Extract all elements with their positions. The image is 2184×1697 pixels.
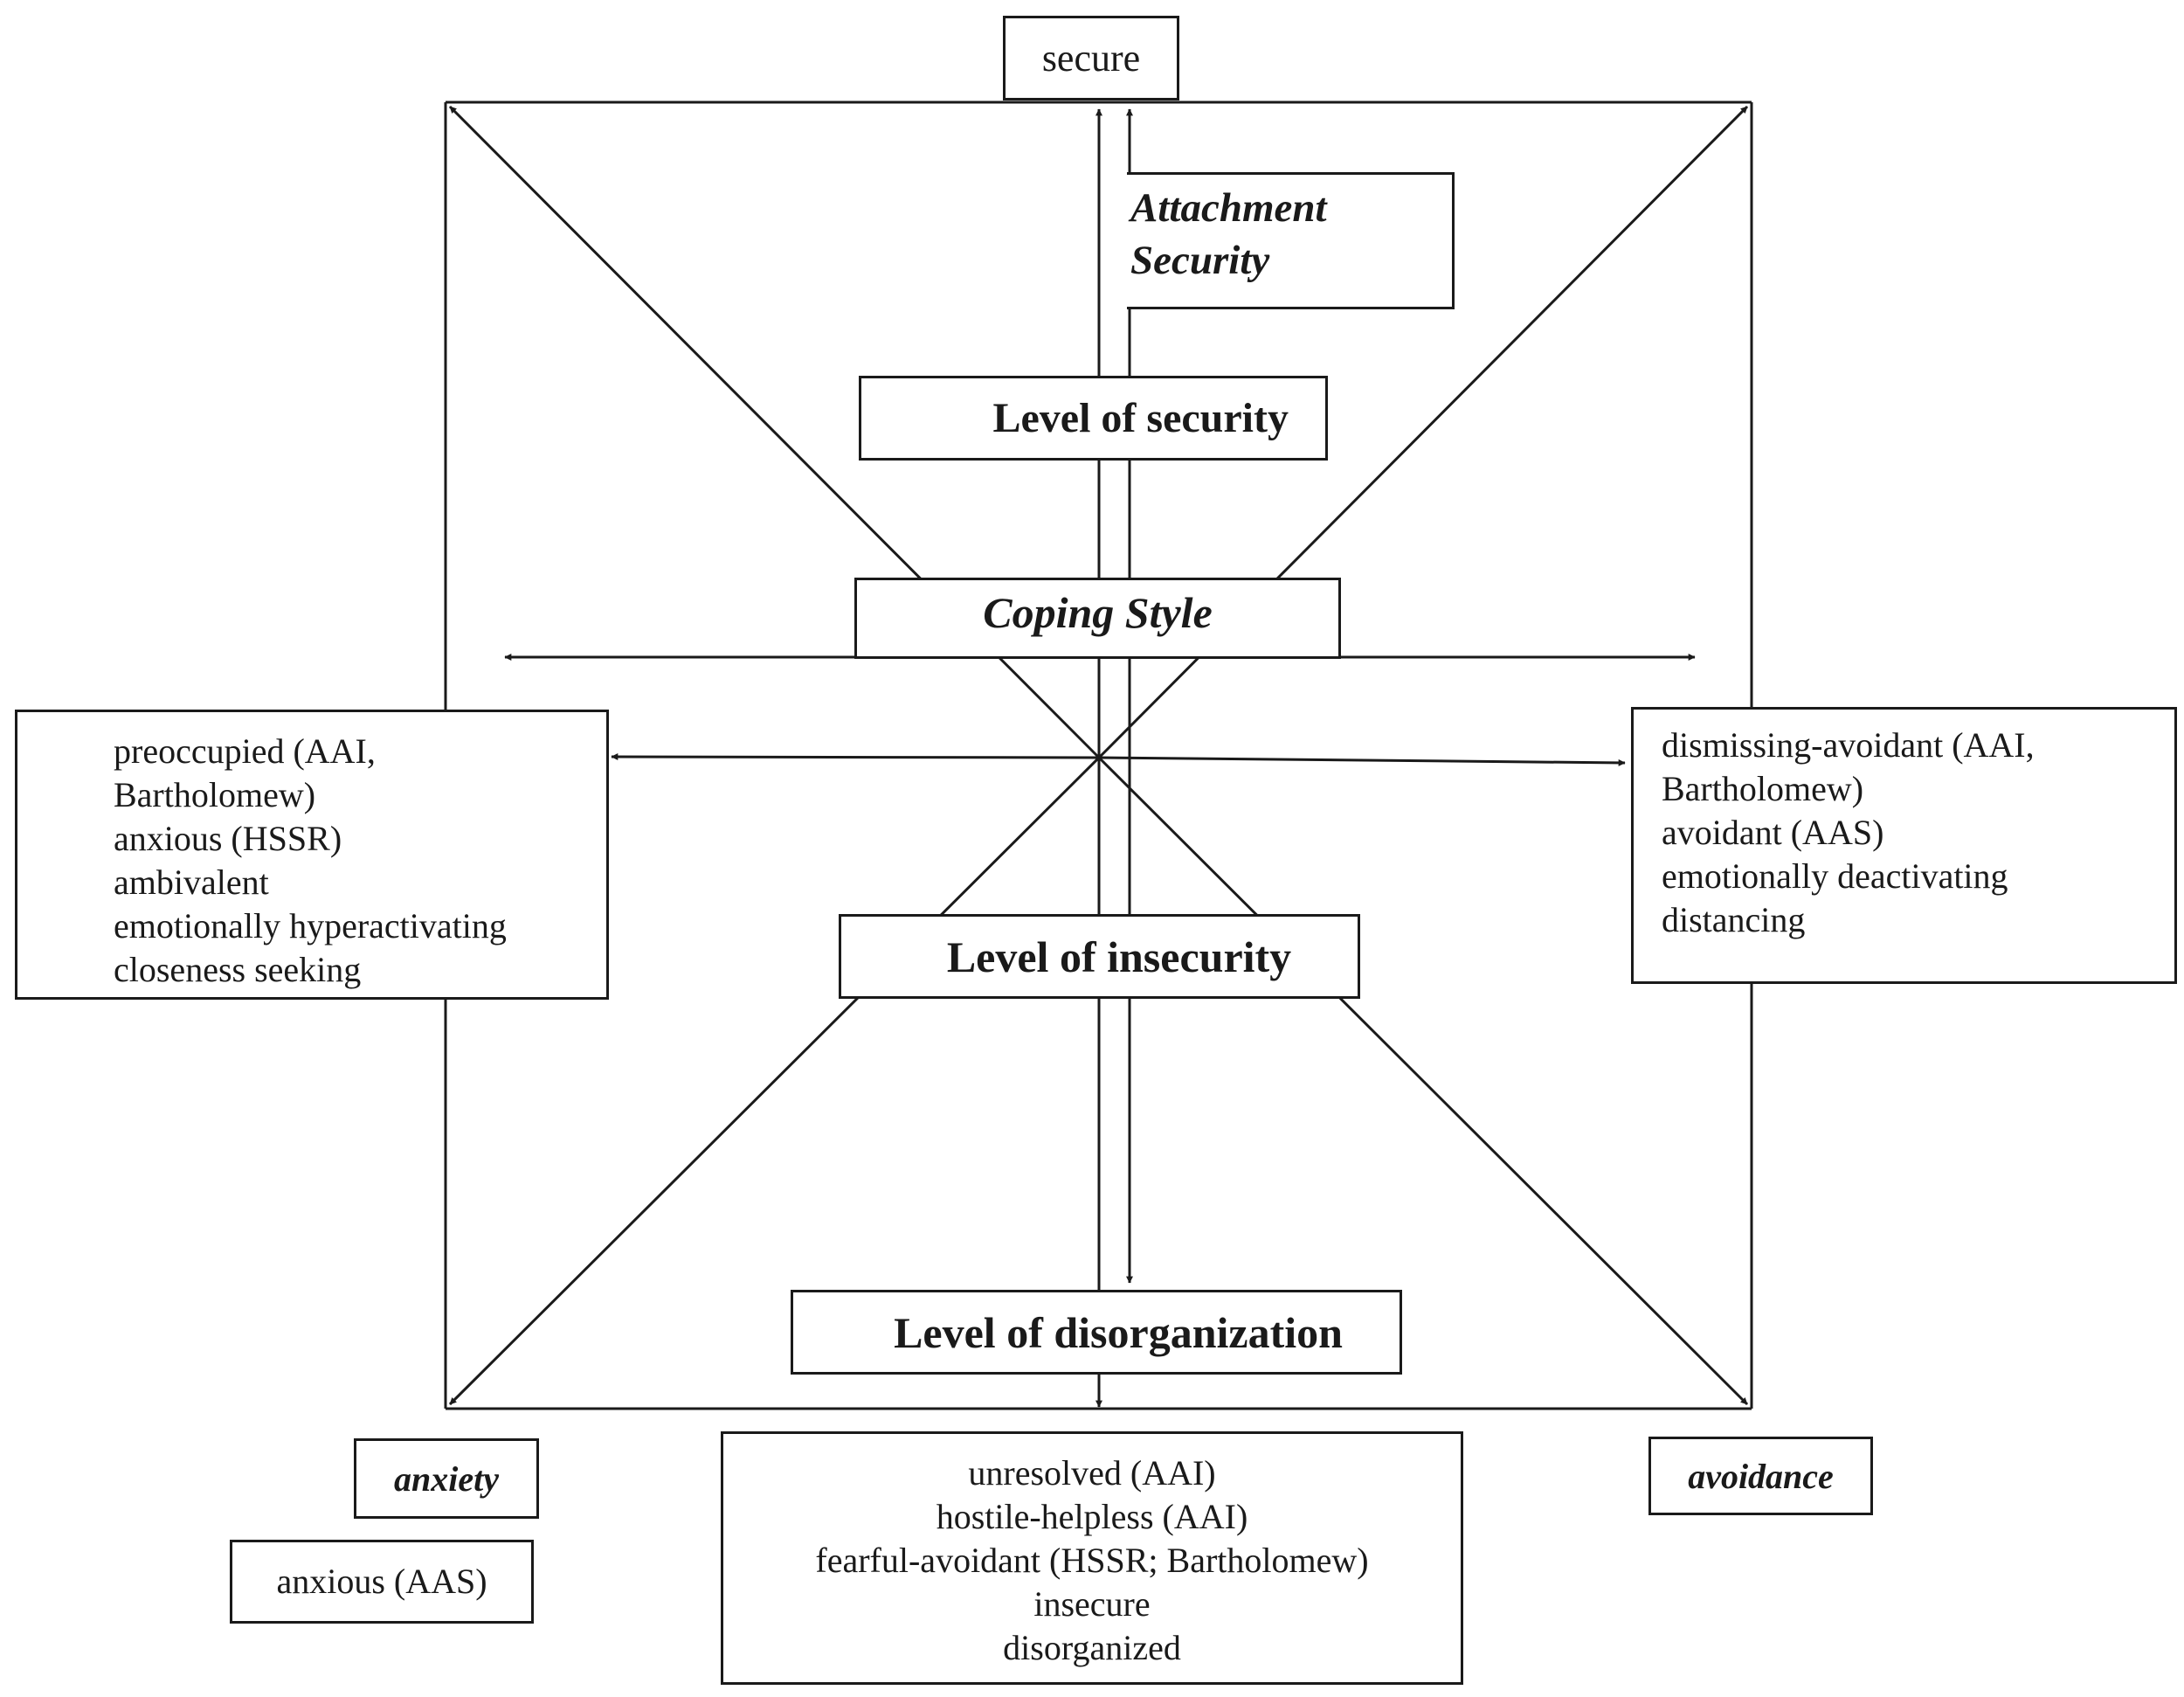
left-style-item: emotionally hyperactivating xyxy=(114,906,507,945)
right-style-item: dismissing-avoidant (AAI, xyxy=(1662,725,2035,765)
diagonal-to-bottom-left-arrow xyxy=(448,756,1101,1406)
anxious-aas-box: anxious (AAS) xyxy=(230,1540,534,1624)
left-style-item: closeness seeking xyxy=(114,950,362,989)
coping-style-label: Coping Style xyxy=(983,588,1213,637)
right-style-item: emotionally deactivating xyxy=(1662,856,2008,896)
anxious-aas-label: anxious (AAS) xyxy=(276,1562,487,1601)
anxiety-label: anxiety xyxy=(394,1458,499,1499)
level-of-disorganization-label: Level of disorganization xyxy=(894,1307,1343,1357)
center-right-arrow xyxy=(1098,756,1626,766)
level-of-security-label: Level of security xyxy=(992,395,1289,441)
attachment-security-box: Attachment Security xyxy=(1127,172,1455,309)
bottom-styles-box: unresolved (AAI) hostile-helpless (AAI) … xyxy=(721,1431,1463,1685)
bottom-style-item: hostile-helpless (AAI) xyxy=(936,1497,1248,1536)
secure-box: secure xyxy=(1003,16,1179,100)
level-of-insecurity-box: Level of insecurity xyxy=(839,914,1360,999)
left-style-item: preoccupied (AAI, xyxy=(114,731,376,771)
bottom-style-item: unresolved (AAI) xyxy=(968,1453,1216,1493)
left-style-item: ambivalent xyxy=(114,862,269,902)
attachment-security-line-2: Security xyxy=(1130,238,1270,283)
right-style-item: distancing xyxy=(1662,900,1806,939)
avoidance-label: avoidance xyxy=(1688,1456,1834,1496)
avoidance-box: avoidance xyxy=(1648,1437,1873,1515)
attachment-security-line-1: Attachment xyxy=(1130,185,1327,231)
diagonal-to-bottom-right-arrow xyxy=(1097,756,1749,1406)
secure-label: secure xyxy=(1041,36,1141,80)
bottom-style-item: disorganized xyxy=(1003,1628,1181,1667)
level-of-insecurity-label: Level of insecurity xyxy=(946,932,1292,981)
right-styles-box: dismissing-avoidant (AAI, Bartholomew) a… xyxy=(1631,707,2177,984)
left-styles-box: preoccupied (AAI, Bartholomew) anxious (… xyxy=(15,710,609,1000)
level-of-security-box: Level of security xyxy=(859,376,1328,461)
level-of-disorganization-box: Level of disorganization xyxy=(791,1290,1402,1375)
center-left-arrow xyxy=(611,753,1100,761)
right-style-item: Bartholomew) xyxy=(1662,769,1864,808)
coping-style-box: Coping Style xyxy=(854,578,1341,659)
left-style-item: anxious (HSSR) xyxy=(114,819,342,858)
left-style-item: Bartholomew) xyxy=(114,775,316,814)
right-style-item: avoidant (AAS) xyxy=(1662,813,1884,852)
anxiety-box: anxiety xyxy=(354,1438,539,1519)
bottom-style-item: fearful-avoidant (HSSR; Bartholomew) xyxy=(815,1541,1369,1580)
bottom-style-item: insecure xyxy=(1033,1584,1151,1624)
